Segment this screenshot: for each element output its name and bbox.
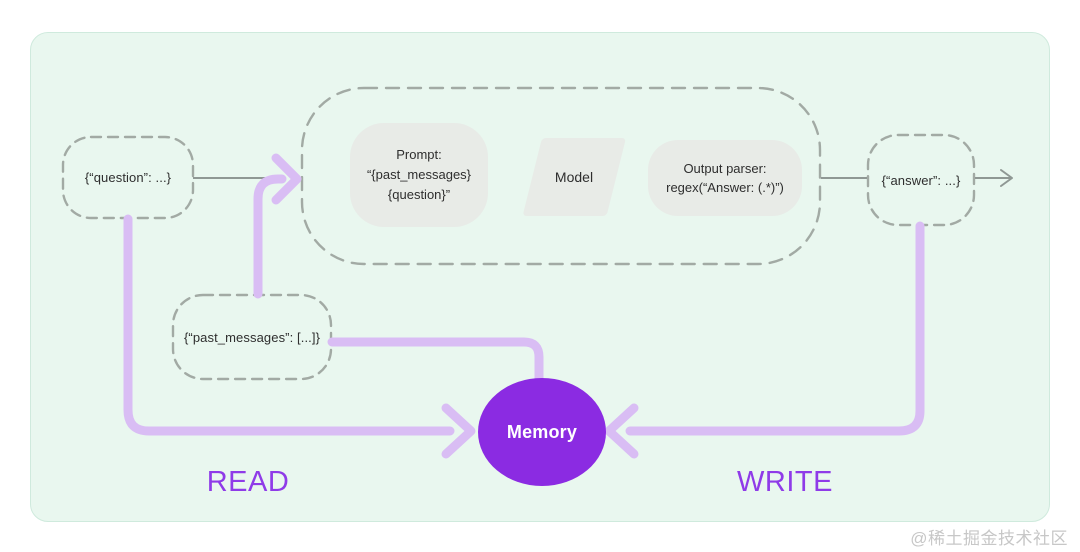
write-arrowhead-icon (604, 403, 639, 459)
read-arrowhead-icon (441, 403, 476, 459)
prompt-template-line1: “{past_messages} (366, 167, 472, 182)
read-label: READ (206, 466, 290, 498)
past-messages-node-outline (171, 293, 333, 381)
output-parser-regex: regex(“Answer: (.*)”) (666, 180, 784, 195)
prompt-template-line2: {question}” (387, 187, 451, 202)
write-path (625, 221, 925, 436)
write-label: WRITE (737, 466, 833, 498)
past-messages-to-memory-path (327, 337, 544, 395)
read-path (123, 214, 455, 436)
answer-output-arrowhead-icon (1000, 169, 1013, 187)
memory-node (478, 378, 606, 486)
watermark-text: @稀土掘金技术社区 (910, 529, 1068, 548)
answer-node-label: {“answer”: ...} (881, 172, 961, 188)
prompt-title: Prompt: (396, 147, 442, 162)
chain-input-arrowhead-icon (271, 153, 302, 205)
memory-node-label: Memory (506, 421, 578, 442)
chain-container-outline (300, 86, 822, 266)
past-messages-to-chain-path (253, 174, 287, 299)
output-parser-node: Output parser: regex(“Answer: (.*)”) (648, 140, 802, 216)
past-messages-node-label: {“past_messages”: [...]} (183, 329, 321, 345)
output-parser-title: Output parser: (683, 161, 767, 176)
prompt-node: Prompt: “{past_messages} {question}” (350, 123, 488, 227)
model-node-label: Model (554, 169, 594, 185)
question-node-label: {“question”: ...} (84, 170, 172, 185)
